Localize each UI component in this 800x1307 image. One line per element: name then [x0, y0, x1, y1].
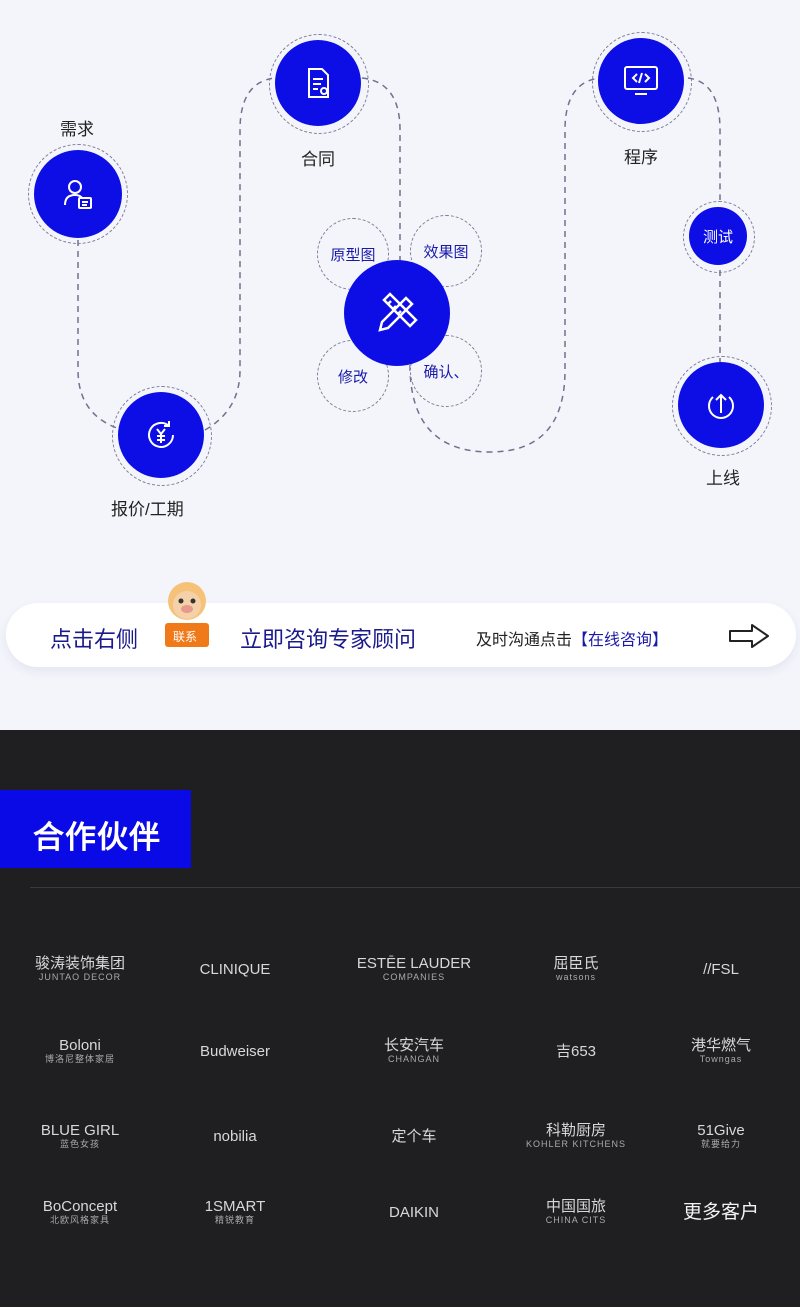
requirement-ring: [28, 144, 128, 244]
partner-logo: nobilia: [170, 1110, 300, 1162]
partner-logo-subtitle: KOHLER KITCHENS: [525, 1139, 627, 1149]
process-path-lines: [77, 77, 721, 453]
requirement-label: 需求: [60, 120, 94, 139]
partner-logo: 定个车: [349, 1110, 479, 1162]
partner-logo-subtitle: CHINA CITS: [545, 1215, 607, 1225]
partner-logo-name: 更多客户: [682, 1201, 759, 1223]
partner-logo: 吉653: [511, 1025, 641, 1077]
banner-right-text: 及时沟通点击【在线咨询】: [476, 632, 669, 649]
launch-ring: [672, 356, 772, 456]
partners-title: 合作伙伴: [33, 820, 161, 855]
partner-logo-name: 定个车: [391, 1127, 437, 1145]
partner-logo-name: 1SMART: [204, 1198, 266, 1215]
contract-doc-icon: [308, 68, 329, 98]
quote-label: 报价/工期: [111, 500, 184, 519]
banner-left-text: 点击右侧: [50, 627, 139, 652]
partner-logo-name: BLUE GIRL: [40, 1122, 120, 1139]
partner-logo-name: 长安汽车: [383, 1037, 444, 1054]
more-clients-link[interactable]: 更多客户: [656, 1186, 786, 1238]
partner-logo-name: Budweiser: [199, 1042, 271, 1060]
test-node[interactable]: 测试: [689, 207, 747, 265]
launch-node[interactable]: [678, 362, 764, 448]
partner-logo: CLINIQUE: [170, 943, 300, 995]
requirement-node[interactable]: [34, 150, 122, 238]
design-node[interactable]: [344, 260, 450, 366]
partner-logo-subtitle: Towngas: [699, 1054, 743, 1064]
partner-logo-name: 骏涛装饰集团: [34, 955, 125, 972]
contract-label: 合同: [301, 150, 335, 169]
partner-logo-name: ESTĒE LAUDER: [356, 955, 472, 972]
partner-logo-subtitle: 博洛尼整体家居: [44, 1054, 115, 1064]
program-ring: [592, 32, 692, 132]
partner-logo-name: 中国国旅: [545, 1198, 606, 1215]
partner-logo-subtitle: 精锐教育: [214, 1215, 255, 1225]
upload-icon: [708, 393, 734, 419]
mascot-icon: 联系: [156, 579, 218, 649]
partner-logo-name: 屈臣氏: [553, 955, 599, 972]
test-ring: [683, 201, 755, 273]
partner-logo-name: 51Give: [697, 1122, 745, 1139]
arrow-right-icon[interactable]: [726, 623, 772, 649]
pencil-ruler-icon: [378, 292, 418, 332]
quote-ring: [112, 386, 212, 486]
partner-logo-subtitle: 蓝色女孩: [59, 1139, 100, 1149]
partner-logo-subtitle: watsons: [555, 972, 597, 982]
partners-title-box: 合作伙伴: [0, 790, 191, 868]
online-consult-link[interactable]: 【在线咨询】: [572, 632, 669, 649]
partner-logo-subtitle: 就要给力: [700, 1139, 741, 1149]
partner-logo-name: 吉653: [555, 1042, 597, 1060]
partner-logo: //FSL: [656, 943, 786, 995]
user-doc-icon: [64, 180, 92, 209]
quote-node[interactable]: [118, 392, 204, 478]
consult-banner[interactable]: 点击右侧 联系 立即咨询专家顾问 及时沟通点击【在线咨询】: [6, 582, 796, 667]
mascot-badge-text: 联系: [173, 630, 198, 644]
partner-logo-name: 港华燃气: [690, 1037, 751, 1054]
partner-logo-name: nobilia: [213, 1127, 257, 1145]
contract-ring: [269, 34, 369, 134]
price-cycle-icon: [148, 421, 174, 448]
partner-logo-name: //FSL: [703, 960, 739, 978]
partner-logo-name: 科勒厨房: [545, 1122, 606, 1139]
partner-logo-subtitle: 北欧风格家具: [49, 1215, 110, 1225]
banner-middle-text: 立即咨询专家顾问: [240, 627, 417, 652]
partner-logo-name: DAIKIN: [388, 1203, 439, 1221]
contract-node[interactable]: [275, 40, 361, 126]
partner-logo: Budweiser: [170, 1025, 300, 1077]
partner-logo-name: Boloni: [59, 1037, 101, 1054]
partner-logo: DAIKIN: [349, 1186, 479, 1238]
code-monitor-icon: [624, 66, 658, 95]
launch-label: 上线: [706, 469, 740, 488]
partner-logo-name: CLINIQUE: [199, 960, 271, 978]
partner-logo-name: BoConcept: [42, 1198, 118, 1215]
partners-divider: [30, 887, 800, 888]
partner-logo-subtitle: JUNTAO DECOR: [38, 972, 122, 982]
program-node[interactable]: [598, 38, 684, 124]
partner-logo-subtitle: COMPANIES: [382, 972, 446, 982]
program-label: 程序: [624, 148, 658, 167]
partner-logo-subtitle: CHANGAN: [387, 1054, 440, 1064]
